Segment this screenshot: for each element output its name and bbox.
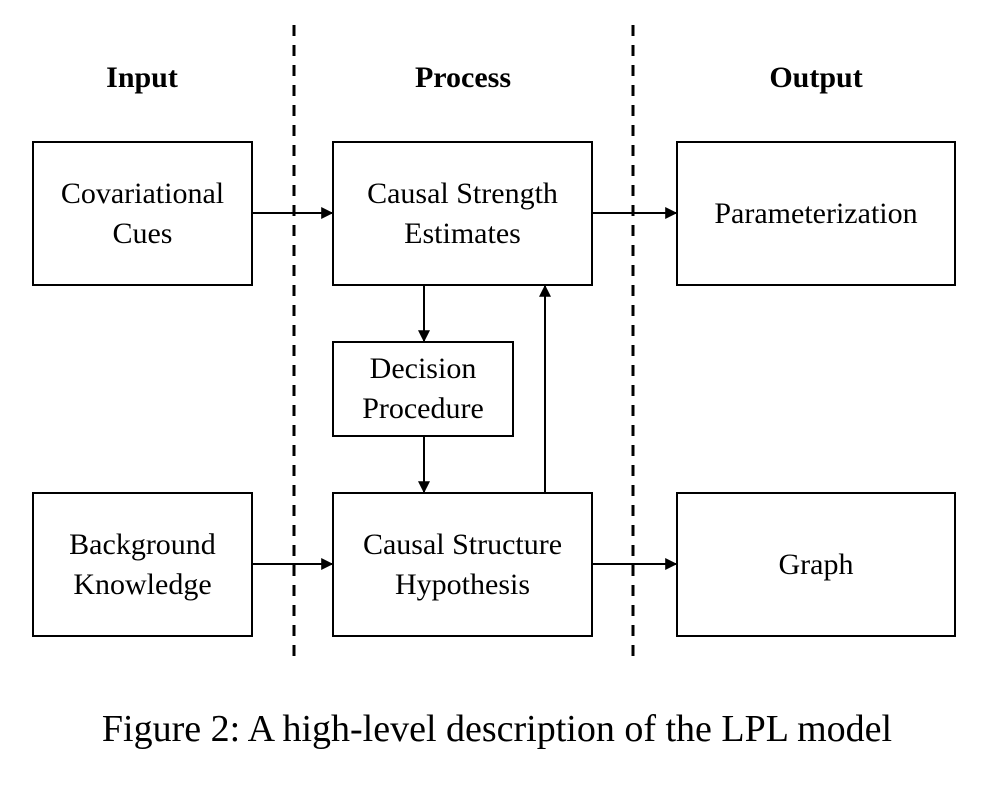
box-background-knowledge: Background Knowledge (32, 492, 253, 637)
figure-caption: Figure 2: A high-level description of th… (101, 708, 893, 750)
box-parameterization-label: Parameterization (714, 196, 918, 230)
box-decision-procedure: Decision Procedure (332, 341, 514, 437)
header-output: Output (769, 61, 863, 94)
box-causal-strength-estimates-label: Causal Strength Estimates (367, 176, 558, 250)
box-covariational-cues: Covariational Cues (32, 141, 253, 286)
box-graph: Graph (676, 492, 956, 637)
header-process: Process (414, 61, 512, 94)
box-causal-strength-estimates: Causal Strength Estimates (332, 141, 593, 286)
box-decision-procedure-label: Decision Procedure (362, 352, 484, 425)
header-input: Input (106, 61, 178, 94)
box-causal-structure-hypothesis: Causal Structure Hypothesis (332, 492, 593, 637)
box-graph-label: Graph (778, 547, 854, 581)
box-covariational-cues-label: Covariational Cues (60, 176, 225, 250)
box-background-knowledge-label: Background Knowledge (69, 527, 216, 601)
box-parameterization: Parameterization (676, 141, 956, 286)
box-causal-structure-hypothesis-label: Causal Structure Hypothesis (362, 527, 563, 601)
